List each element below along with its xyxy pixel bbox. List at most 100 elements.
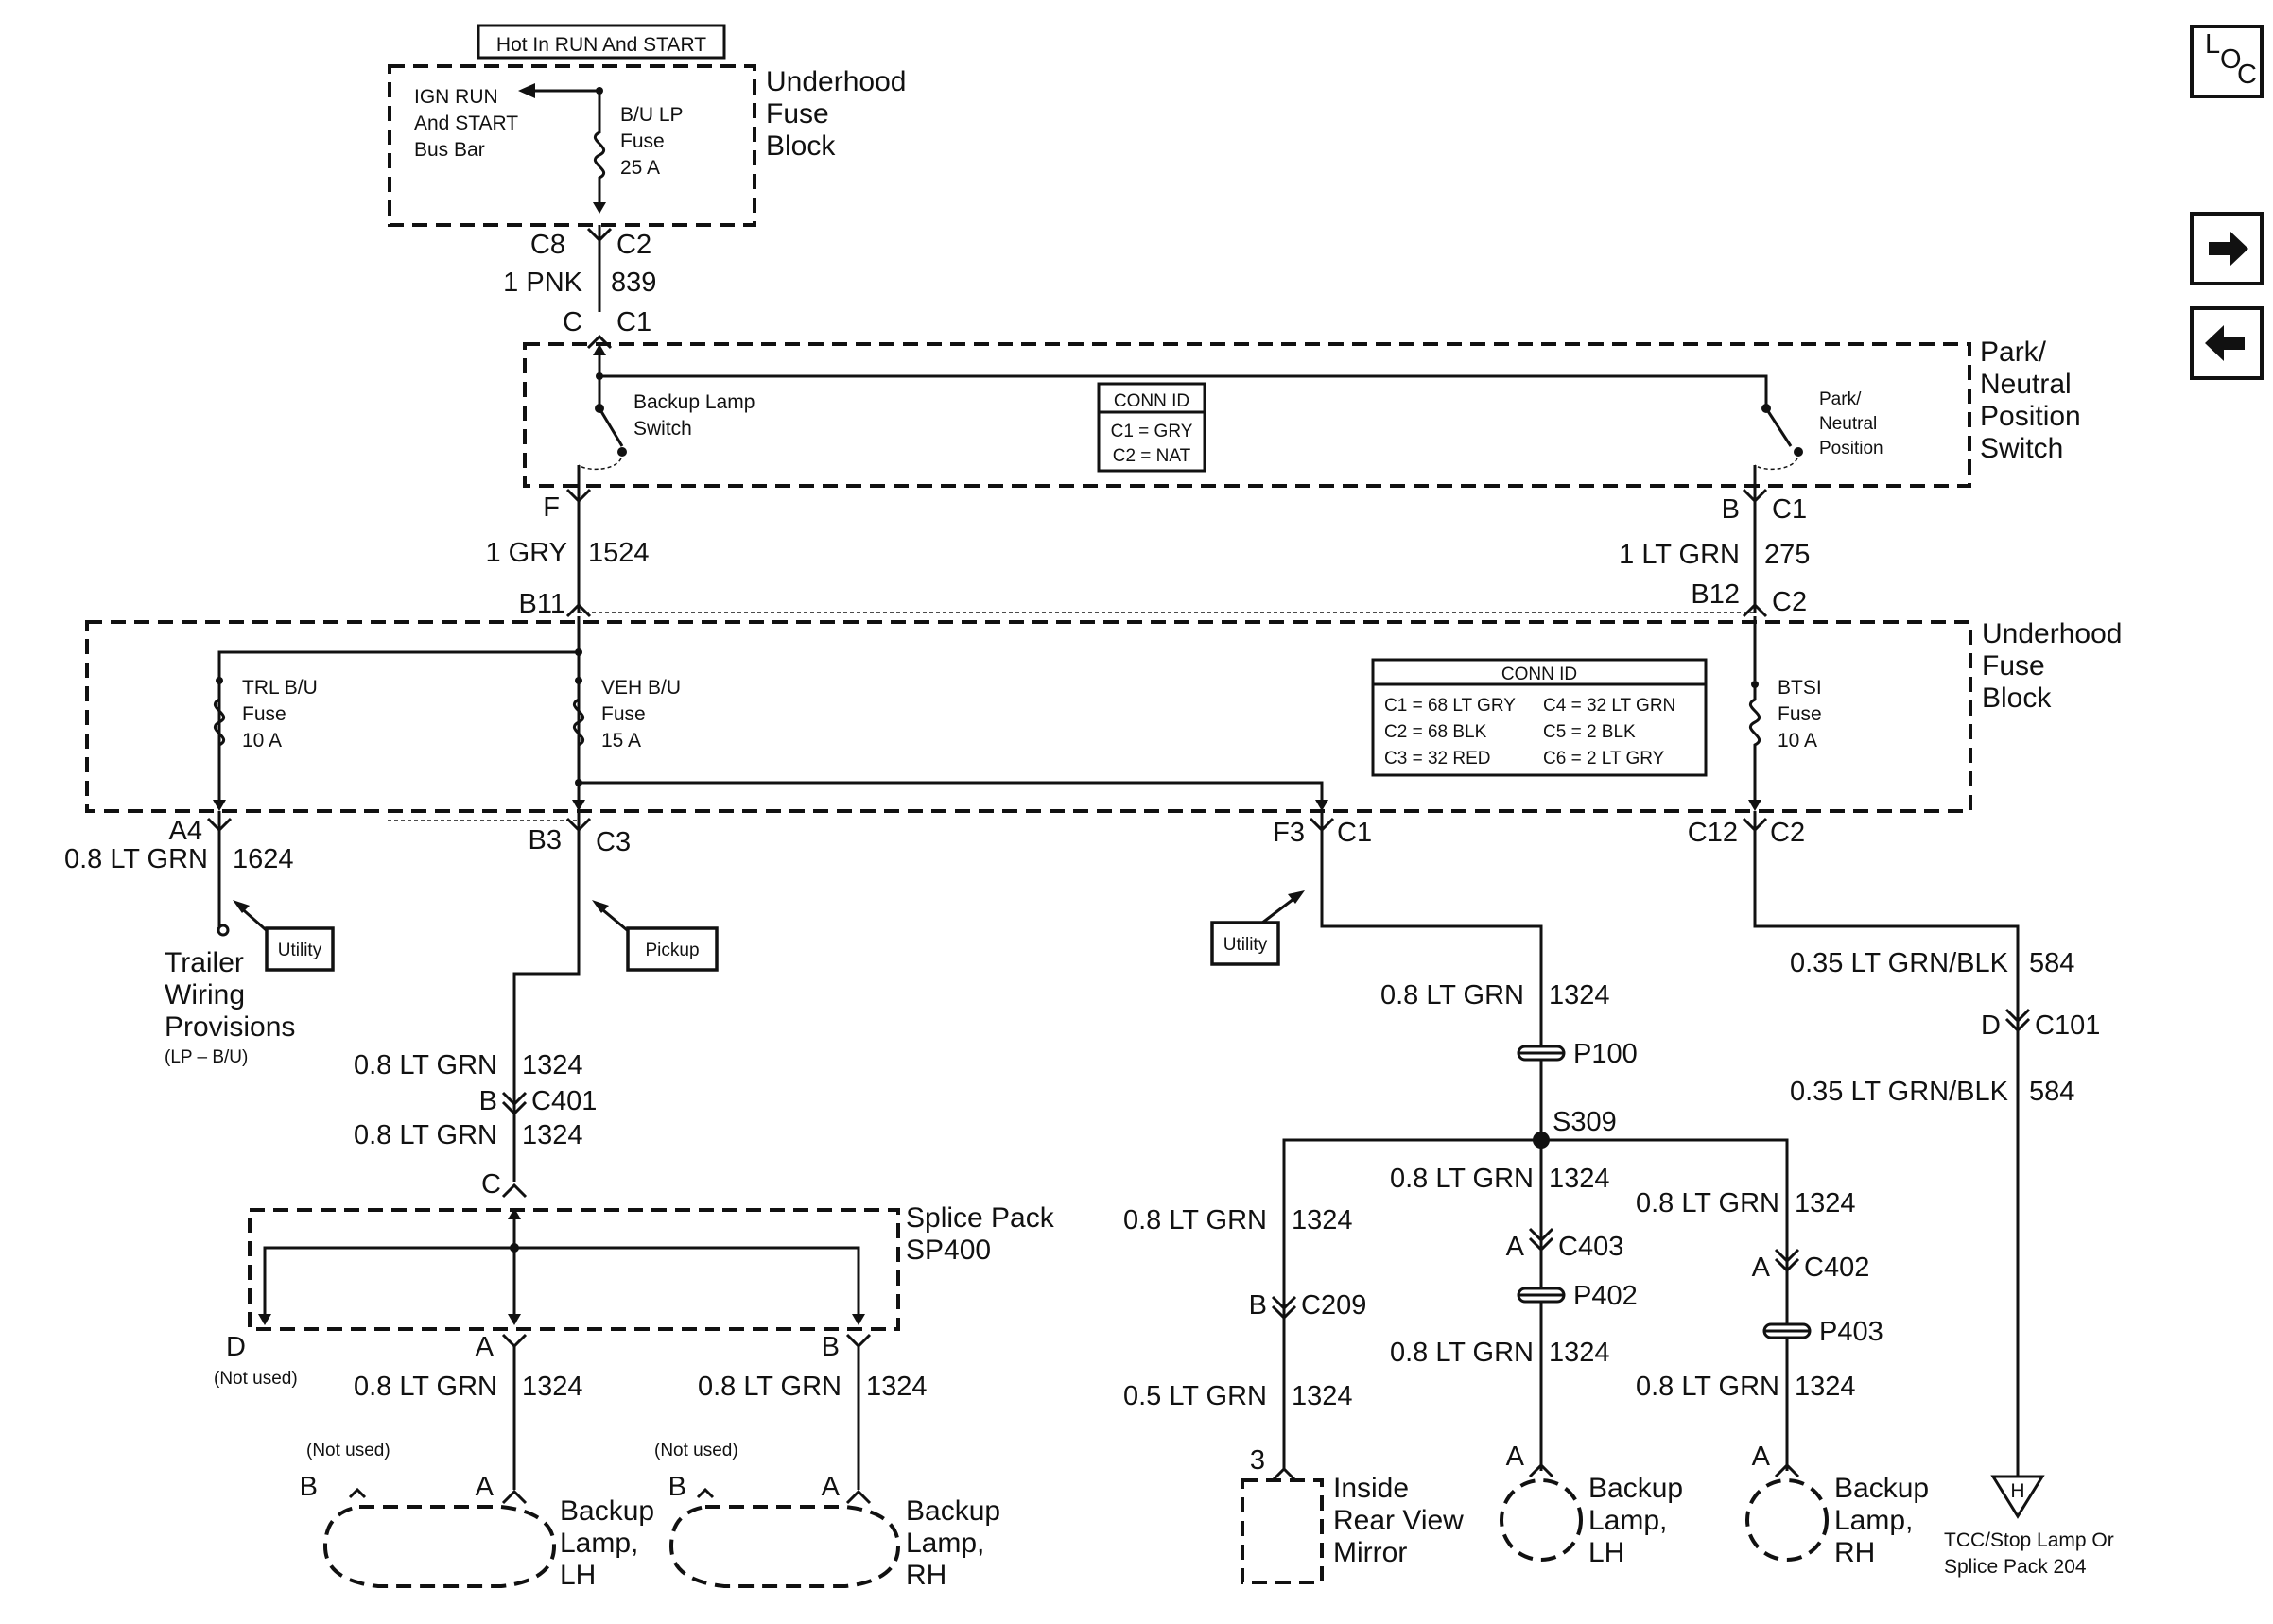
lamp-rh-wire-circuit: 1324	[866, 1372, 928, 1402]
conn-id-switch-box	[1097, 382, 1206, 473]
rh-w2-circuit: 1324	[1795, 1372, 1856, 1402]
utility-arrow-icon-2	[1288, 890, 1305, 904]
wire-top-circuit: 839	[611, 268, 656, 298]
utility-arrow-icon	[233, 900, 250, 913]
backup-lamp-lh-pickup-label: Backup Lamp, LH	[560, 1495, 662, 1591]
conn-id-mid-title: CONN ID	[1501, 665, 1577, 684]
pickup-w1-gauge: 0.8 LT GRN	[354, 1050, 497, 1080]
pin-b12: B12	[1691, 579, 1740, 610]
pickup-badge	[626, 926, 719, 972]
conn-c1-switch: C1	[616, 307, 651, 337]
lh-pin: A	[1506, 1442, 1525, 1472]
park-neutral-switch-title: Park/ Neutral Position Switch	[1980, 337, 2089, 464]
splice-pack-label: Splice Pack SP400	[906, 1202, 1062, 1266]
c101-conn: C101	[2035, 1011, 2100, 1041]
next-page-button[interactable]	[2190, 212, 2264, 285]
prev-page-button[interactable]	[2190, 306, 2264, 380]
splice-c-pin: C	[481, 1169, 501, 1200]
mirror-label: Inside Rear View Mirror	[1333, 1473, 1471, 1568]
bu-lp-fuse-label: B/U LP Fuse 25 A	[620, 104, 688, 179]
lamp-lh-wire-gauge: 0.8 LT GRN	[354, 1372, 497, 1402]
connector-c402-icon	[1774, 1248, 1800, 1273]
pickup-badge-text: Pickup	[645, 941, 699, 960]
utility-badge-trailer-text: Utility	[278, 941, 322, 960]
backup-lamp-lh-utility-label: Backup Lamp, LH	[1588, 1473, 1691, 1568]
c401-conn: C401	[531, 1086, 597, 1116]
trl-fuse-icon	[213, 681, 226, 747]
utility-badge-2-text: Utility	[1223, 935, 1268, 955]
utility-badge-trailer	[265, 926, 335, 972]
c401-pin: B	[479, 1086, 497, 1116]
backup-lamp-switch-label: Backup Lamp Switch	[633, 391, 760, 440]
lamp-rh-wire-gauge: 0.8 LT GRN	[698, 1372, 842, 1402]
pin-f3: F3	[1273, 818, 1305, 848]
underhood-fuse-block-mid	[85, 620, 1972, 813]
arrow-left-icon	[2205, 325, 2245, 361]
p402-label: P402	[1573, 1281, 1638, 1311]
fuse-block-mid-title: Underhood Fuse Block	[1982, 618, 2130, 714]
c403-conn: C403	[1558, 1232, 1623, 1262]
conn-id-mid-c1: C1 = 68 LT GRY	[1384, 696, 1516, 716]
park-neutral-switch-box	[523, 342, 1971, 488]
lamp-lh-wire-circuit: 1324	[522, 1372, 583, 1402]
hot-in-label-box	[477, 24, 726, 60]
rh-pin: A	[1752, 1442, 1771, 1472]
btsi-w2-circuit: 584	[2029, 1077, 2074, 1107]
splice-pack-sp400	[248, 1208, 900, 1331]
btsi-fuse-icon	[1748, 684, 1761, 803]
p100-label: P100	[1573, 1039, 1638, 1069]
connector-c8-icon	[586, 227, 613, 243]
conn-c8: C8	[530, 230, 565, 260]
lh-w1-circuit: 1324	[1549, 1164, 1610, 1194]
tcc-stop-lamp-label: TCC/Stop Lamp Or Splice Pack 204	[1944, 1529, 2120, 1578]
lh-w2-gauge: 0.8 LT GRN	[1390, 1338, 1534, 1368]
lamp-rh-a-pin: A	[822, 1472, 841, 1502]
conn-c2-btsi: C2	[1770, 818, 1805, 848]
rh-w1-circuit: 1324	[1795, 1188, 1856, 1218]
inside-rear-view-mirror	[1241, 1478, 1324, 1584]
rh-w1-gauge: 0.8 LT GRN	[1636, 1188, 1779, 1218]
lamp-lh-a-pin: A	[476, 1472, 495, 1502]
wire-1624-circuit: 1624	[233, 844, 294, 874]
conn-id-mid-c6: C6 = 2 LT GRY	[1543, 749, 1665, 769]
utility-w1-gauge: 0.8 LT GRN	[1380, 980, 1524, 1011]
bu-lp-fuse-icon	[593, 91, 606, 210]
c209-conn: C209	[1301, 1290, 1366, 1321]
mirror-w1-gauge: 0.8 LT GRN	[1123, 1205, 1267, 1235]
offpage-h: H	[2010, 1480, 2024, 1502]
lamp-rh-b-not-used: (Not used)	[654, 1441, 738, 1460]
btsi-w1-circuit: 584	[2029, 948, 2074, 978]
conn-id-mid-c4: C4 = 32 LT GRN	[1543, 696, 1675, 716]
lamp-lh-b-pin: B	[300, 1472, 318, 1502]
connector-c403-icon	[1528, 1227, 1554, 1253]
rh-w2-gauge: 0.8 LT GRN	[1636, 1372, 1779, 1402]
mirror-w1-circuit: 1324	[1292, 1205, 1353, 1235]
backup-lamp-rh-pickup	[668, 1505, 901, 1588]
connector-c101-icon	[2004, 1008, 2031, 1033]
bus-arrow-icon	[518, 83, 535, 98]
c209-pin: B	[1249, 1290, 1267, 1321]
svg-text:C: C	[2237, 60, 2257, 90]
lamp-lh-b-not-used: (Not used)	[306, 1441, 390, 1460]
conn-id-switch-row2: C2 = NAT	[1113, 446, 1191, 466]
connector-c401-icon	[501, 1091, 528, 1116]
connector-c209-icon	[1271, 1295, 1297, 1321]
conn-id-switch-row1: C1 = GRY	[1111, 422, 1193, 441]
arrow-right-icon	[2209, 231, 2248, 267]
conn-c1-utility: C1	[1337, 818, 1372, 848]
wire-275-gauge: 1 LT GRN	[1619, 540, 1740, 570]
conn-c2-mid: C2	[1772, 587, 1807, 617]
conn-id-switch-title: CONN ID	[1114, 391, 1189, 411]
pin-b-switch: B	[1722, 494, 1740, 525]
backup-lamp-rh-pickup-label: Backup Lamp, RH	[906, 1495, 1008, 1591]
pin-a4: A4	[169, 816, 202, 846]
pickup-w2-circuit: 1324	[522, 1120, 583, 1150]
lh-w1-gauge: 0.8 LT GRN	[1390, 1164, 1534, 1194]
backup-lamp-rh-utility-label: Backup Lamp, RH	[1834, 1473, 1936, 1568]
conn-id-mid-c2: C2 = 68 BLK	[1384, 722, 1487, 742]
mirror-w2-circuit: 1324	[1292, 1381, 1353, 1411]
backup-lamp-rh-utility	[1745, 1478, 1829, 1562]
loc-button[interactable]: L O C	[2190, 25, 2264, 98]
pnp-label: Park/ Neutral Position	[1819, 389, 1883, 458]
